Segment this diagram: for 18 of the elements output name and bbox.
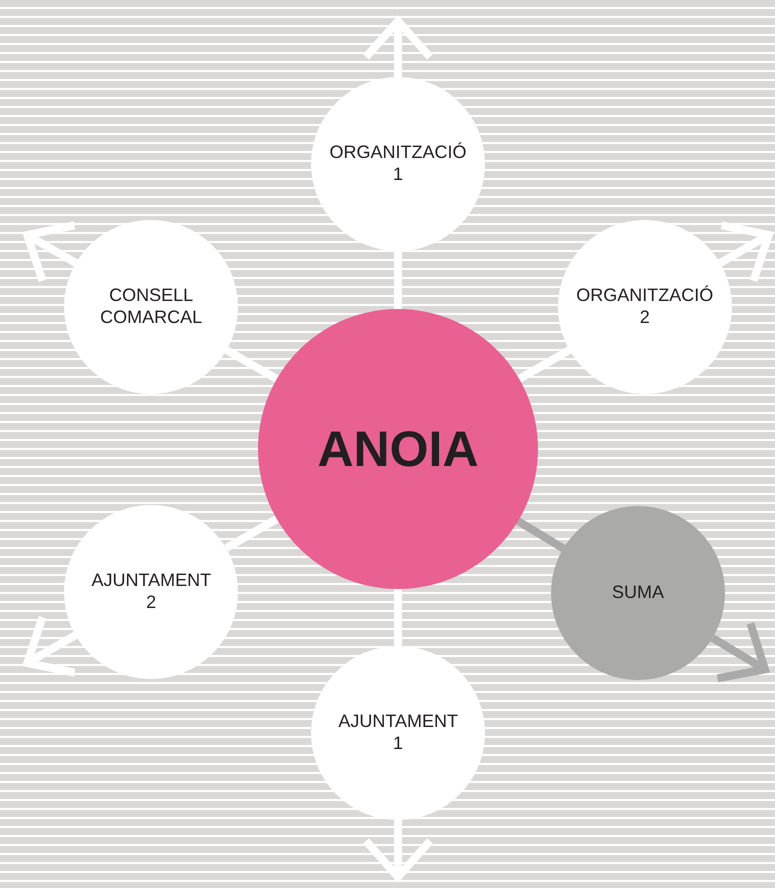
arrow	[23, 221, 78, 285]
node-label: SUMA	[612, 582, 664, 604]
node-label: AJUNTAMENT 1	[338, 711, 458, 755]
arrow	[362, 17, 434, 77]
connector-line	[517, 346, 572, 382]
connector-line	[224, 346, 279, 382]
arrow	[23, 613, 78, 677]
connector-line	[394, 589, 402, 646]
connector-line	[224, 516, 279, 552]
node-label: ORGANITZACIÓ 2	[576, 284, 714, 328]
arrow	[362, 820, 434, 881]
node-label: ORGANITZACIÓ 1	[329, 142, 466, 186]
arrow	[718, 221, 773, 285]
connector-line	[394, 251, 402, 309]
center-title: ANOIA	[317, 420, 479, 479]
node-label: CONSELL COMARCAL	[100, 284, 202, 328]
node-label: AJUNTAMENT 2	[92, 570, 211, 614]
connector-line	[516, 518, 566, 552]
